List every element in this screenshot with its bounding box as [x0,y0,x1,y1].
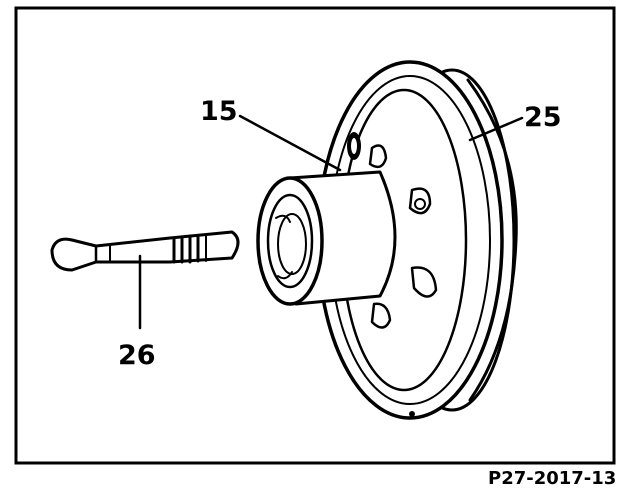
figure-frame [14,6,616,465]
hub-sleeve [256,170,397,306]
figure-reference: P27-2017-13 [488,468,616,489]
leader-25 [468,116,524,142]
leader-15 [238,114,342,172]
callout-15: 15 [200,96,238,127]
callout-26: 26 [118,340,156,371]
drift-pin [50,230,240,272]
callout-25: 25 [524,102,562,133]
